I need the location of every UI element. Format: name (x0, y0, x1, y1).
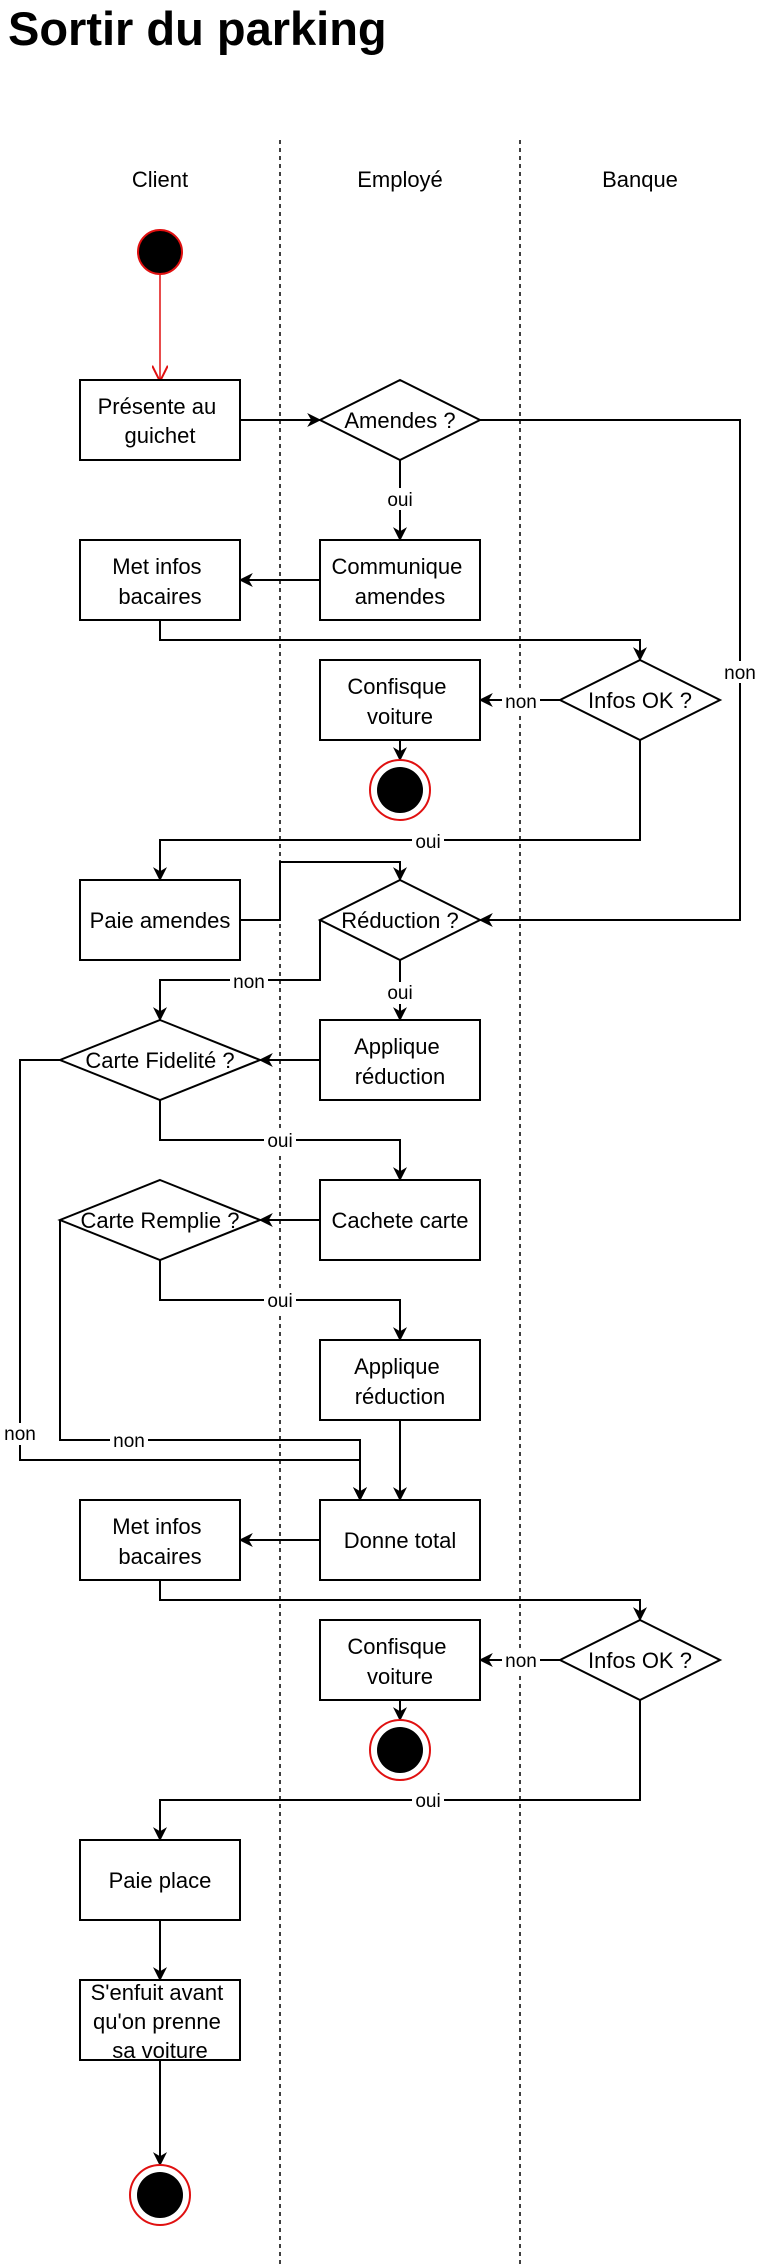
node-cartefidelite-label: Carte Fidelité ? (85, 1048, 234, 1073)
edge-label-bg (502, 1650, 540, 1672)
edge-label-oui-reduction: oui (387, 983, 412, 1004)
page-title: Sortir du parking (8, 2, 387, 55)
edge-label-bg (1, 1423, 39, 1445)
node-metinfos1-label: Met infos bacaires (112, 554, 207, 609)
edge-metinfos-infosok (159, 620, 647, 662)
node-infosok2-diamond (557, 1618, 723, 1702)
node-paieamendes-box (79, 879, 241, 961)
node-confisque1-label: Confisque voiture (347, 674, 452, 729)
edge-paie-reduction (240, 861, 407, 921)
node-cachete-box (319, 1179, 481, 1261)
edge-label-oui-fidelite: oui (267, 1131, 292, 1152)
node-senfuit-label: S'enfuit avant qu'on prenne sa voiture (91, 1980, 230, 2063)
edge-label-bg (412, 830, 444, 852)
node-metinfos2-box (79, 1499, 241, 1581)
node-metinfos1-box (79, 539, 241, 621)
lane-label-employe: Employé (357, 167, 443, 192)
node-confisque2-label: Confisque voiture (347, 1634, 452, 1689)
lane-label-banque: Banque (602, 167, 678, 192)
edge-label-bg (502, 690, 540, 712)
node-infosok1-diamond (557, 658, 723, 742)
node-carteremplie-label: Carte Remplie ? (81, 1208, 240, 1233)
edge-metinfos2-infosok2 (159, 1580, 647, 1622)
node-applique1-box (319, 1019, 481, 1101)
node-infosok1-label: Infos OK ? (588, 688, 692, 713)
node-confisque1-box (319, 659, 481, 741)
node-metinfos2-label: Met infos bacaires (112, 1514, 207, 1569)
node-applique2-box (319, 1339, 481, 1421)
edge-label-non-amendes: non (724, 663, 756, 684)
node-infosok2-label: Infos OK ? (588, 1648, 692, 1673)
node-senfuit-box (79, 1979, 241, 2061)
end-node-3-dot (137, 2172, 183, 2218)
node-cartefidelite-diamond (57, 1018, 263, 1102)
edge-label-non-reduction: non (233, 972, 265, 993)
edge-label-bg (110, 1430, 148, 1452)
edge-infosok-paie (153, 740, 641, 882)
edge-label-oui-infosok2: oui (415, 1791, 440, 1812)
node-cachete-label: Cachete carte (332, 1208, 469, 1233)
edge-label-bg (722, 661, 758, 683)
node-communique-label: Communique amendes (332, 554, 469, 609)
edge-label-bg (384, 488, 416, 510)
lane-label-client: Client (132, 167, 188, 192)
edge-label-non-remplie: non (113, 1431, 145, 1452)
edge-label-bg (384, 982, 416, 1004)
edge-label-non-infosok2: non (505, 1651, 537, 1672)
edge-label-non-fidelite: non (4, 1424, 36, 1445)
node-reduction-diamond (317, 878, 483, 962)
node-carteremplie-diamond (57, 1178, 263, 1262)
node-paieamendes-label: Paie amendes (90, 908, 231, 933)
node-applique2-label: Applique réduction (354, 1354, 446, 1409)
start-node (137, 229, 183, 275)
node-paieplace-label: Paie place (109, 1868, 212, 1893)
edge-remplie-non-donne (59, 1220, 367, 1502)
edge-label-oui-remplie: oui (267, 1291, 292, 1312)
node-amendes-label: Amendes ? (344, 408, 455, 433)
edge-label-oui-infosok1: oui (415, 832, 440, 853)
edge-label-bg (412, 1790, 444, 1812)
edge-infosok2-paieplace (153, 1700, 641, 1842)
edge-label-bg (264, 1130, 296, 1152)
edge-amendes-non-reduction (478, 419, 741, 927)
edge-label-bg (264, 1290, 296, 1312)
end-node-1-dot (377, 767, 423, 813)
node-amendes-diamond (317, 378, 483, 462)
edge-label-oui-amendes: oui (387, 490, 412, 511)
node-presente-label: Présente au guichet (98, 394, 223, 448)
edge-label-non-infosok1: non (505, 692, 537, 713)
end-node-2-dot (377, 1727, 423, 1773)
node-reduction-label: Réduction ? (341, 908, 458, 933)
node-donnetotal-box (319, 1499, 481, 1581)
node-paieplace-box (79, 1839, 241, 1921)
edge-label-bg (230, 970, 268, 992)
node-applique1-label: Applique réduction (354, 1034, 446, 1089)
node-presente-box (79, 379, 241, 461)
node-confisque2-box (319, 1619, 481, 1701)
node-donnetotal-label: Donne total (344, 1528, 457, 1553)
edge-carte-non-donne (19, 1059, 367, 1502)
node-communique-box (319, 539, 481, 621)
